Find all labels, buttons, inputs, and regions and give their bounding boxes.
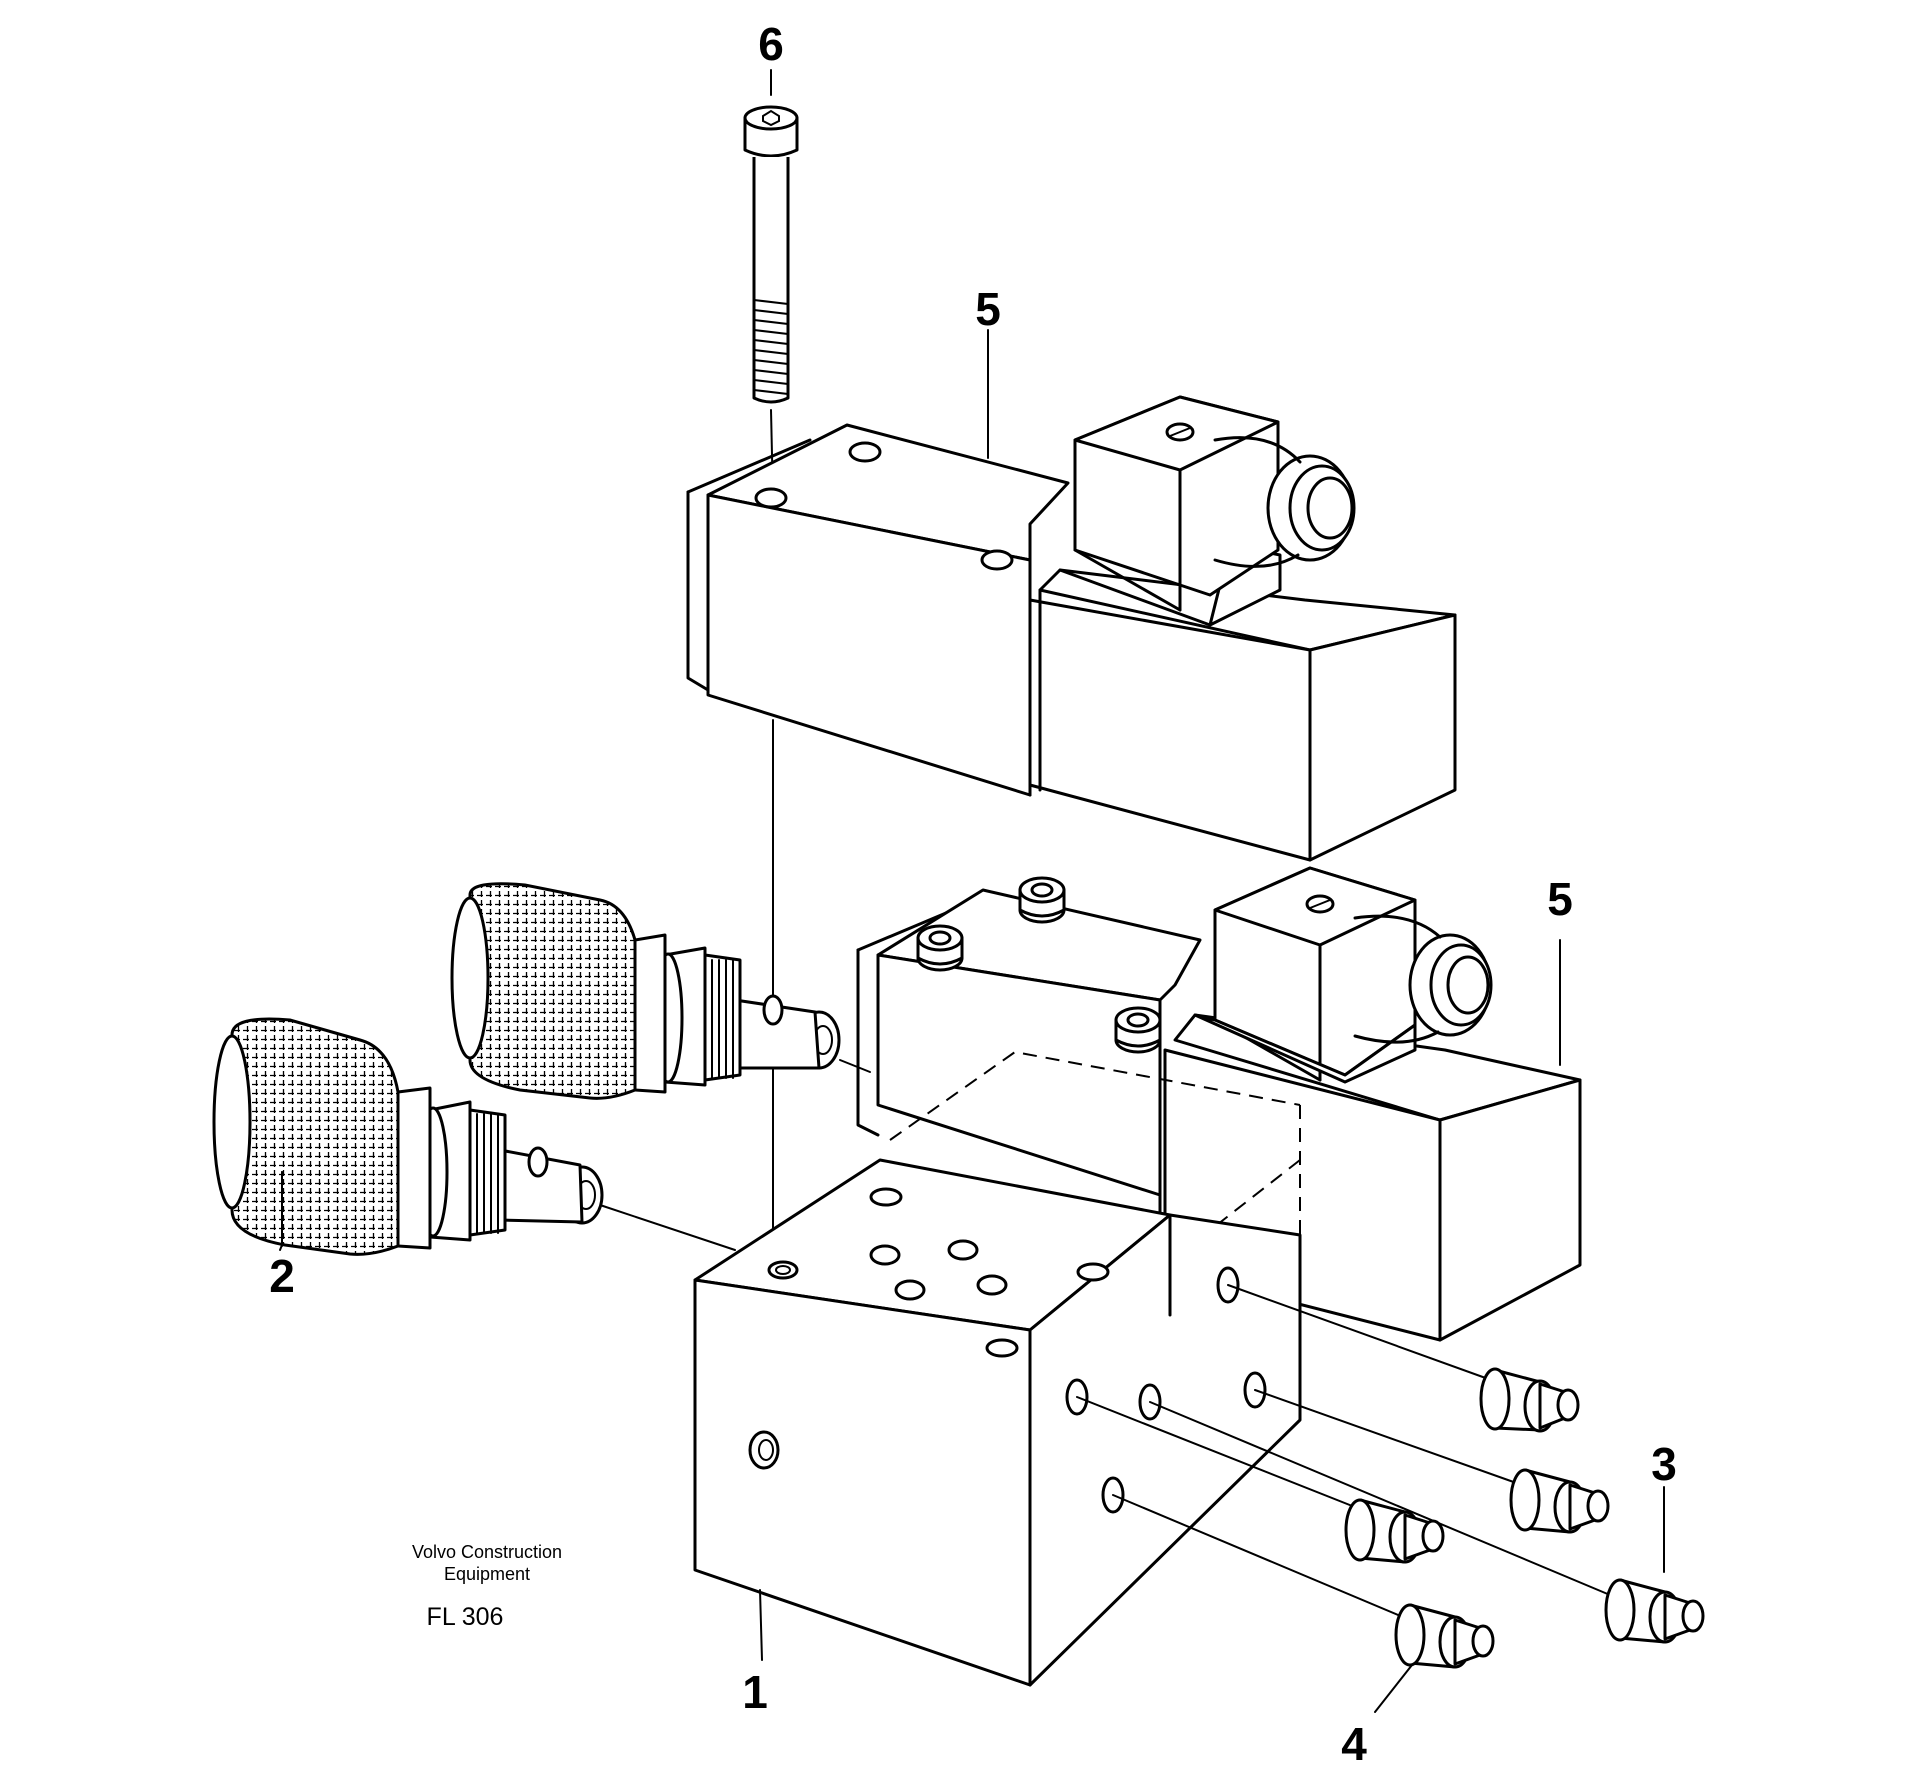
callout-2: 2	[269, 1250, 295, 1302]
cap-screw	[743, 105, 799, 501]
callout-5-right: 5	[1547, 873, 1573, 925]
check-valve-upper	[450, 882, 871, 1100]
plug-set	[279, 1171, 1705, 1713]
callout-3: 3	[1651, 1438, 1677, 1490]
caption-code: FL 306	[427, 1603, 504, 1631]
callout-5-top: 5	[975, 283, 1001, 335]
solenoid-valve-upper	[686, 329, 1457, 862]
callout-1: 1	[742, 1666, 768, 1718]
callout-4: 4	[1341, 1718, 1367, 1770]
callout-6: 6	[758, 18, 784, 70]
manifold-block	[693, 1050, 1302, 1687]
caption-line-1: Volvo Construction	[412, 1542, 562, 1562]
caption-line-2: Equipment	[444, 1564, 530, 1584]
